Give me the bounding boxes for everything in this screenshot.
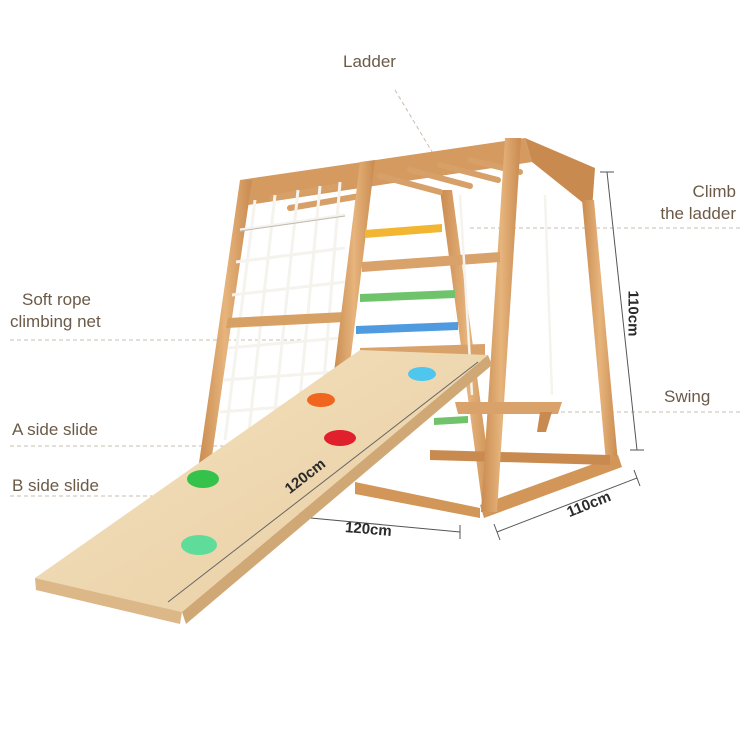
swing <box>455 194 562 432</box>
ladder-rung-yellow <box>365 224 442 238</box>
width-dimension-line <box>299 516 461 533</box>
net-frame-rung <box>226 312 345 328</box>
ladder-rung-green-low <box>434 416 468 425</box>
ladder-rung-green <box>360 290 455 302</box>
front-ladder <box>333 138 521 512</box>
climbing-holds <box>181 367 436 555</box>
hold-mint <box>181 535 217 555</box>
label-swing: Swing <box>664 387 711 406</box>
label-b-side-slide: B side slide <box>12 476 99 495</box>
dimension-height: 110cm <box>624 290 642 337</box>
label-net-line1: Soft rope <box>22 290 91 309</box>
label-climb-line1: Climb <box>692 182 736 201</box>
hold-red <box>324 430 356 446</box>
hold-orange <box>307 393 335 407</box>
ladder-rung-blue <box>356 322 458 334</box>
height-dimension-line <box>606 171 638 451</box>
ladder-rung-wood-1 <box>362 252 500 272</box>
label-climb-line2: the ladder <box>660 204 736 223</box>
label-net-line2: climbing net <box>10 312 101 331</box>
monkey-bars <box>269 157 523 211</box>
depth-dimension-line <box>496 477 638 533</box>
hold-green <box>187 470 219 488</box>
hold-cyan <box>408 367 436 381</box>
label-a-side-slide: A side slide <box>12 420 98 439</box>
slide <box>35 350 492 624</box>
slide-length-dimension-line <box>167 361 479 603</box>
label-ladder: Ladder <box>343 52 396 71</box>
